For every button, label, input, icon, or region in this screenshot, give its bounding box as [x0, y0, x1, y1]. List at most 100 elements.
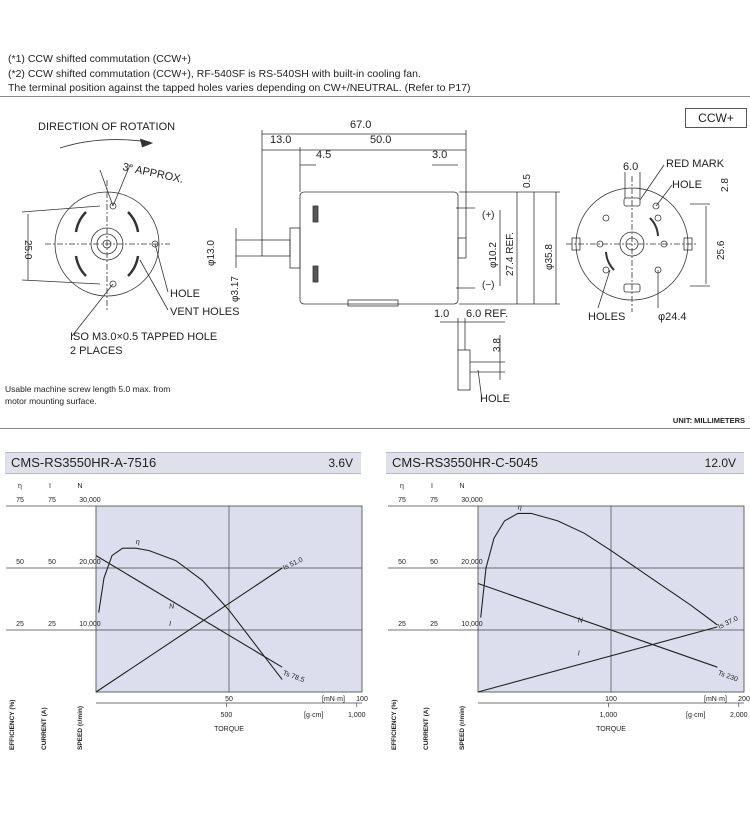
- hole-label: HOLE: [170, 288, 200, 300]
- dim-13: 13.0: [270, 134, 291, 146]
- front-view: [21, 138, 170, 337]
- dim-45: 4.5: [316, 149, 331, 161]
- chart-2-x-tick: 200: [738, 696, 750, 703]
- chart-2-y-tick: 75: [398, 497, 406, 504]
- chart-1-x2-tick: 500: [221, 712, 233, 719]
- side-view: [235, 130, 560, 401]
- dim-phi102: φ10.2: [488, 242, 499, 268]
- hole-label-3: HOLE: [672, 179, 702, 191]
- chart-2-header: CMS-RS3550HR-C-5045 12.0V: [386, 452, 744, 474]
- notes: (*1) CCW shifted commutation (CCW+) (*2)…: [8, 52, 471, 96]
- dim-60: 6.0: [623, 161, 638, 173]
- chart-1-y-tick: 50: [16, 559, 24, 566]
- chart-1-voltage: 3.6V: [328, 456, 353, 470]
- chart-1-axis-symbol: I: [49, 483, 51, 490]
- vent-label: VENT HOLES: [170, 306, 240, 318]
- chart-1-axis-label: EFFICIENCY (%): [9, 700, 16, 750]
- chart-2-x-unit: [mN·m]: [704, 696, 727, 703]
- ccw-badge: CCW+: [685, 108, 747, 128]
- chart-2-axis-symbol: η: [400, 483, 404, 490]
- red-mark-label: RED MARK: [666, 158, 725, 170]
- chart-1-y-tick: 50: [48, 559, 56, 566]
- divider-2: [0, 428, 750, 429]
- dim-358: φ35.8: [544, 244, 555, 270]
- chart-2-series-label: N: [578, 617, 584, 624]
- chart-2-y-tick: 50: [430, 559, 438, 566]
- chart-1-y-tick: 10,000: [79, 621, 101, 628]
- dim-phi317: φ3.17: [230, 276, 241, 302]
- chart-1-series-speed: [95, 555, 283, 668]
- chart-2-axis-symbol: I: [431, 483, 433, 490]
- iso-label: ISO M3.0×0.5 TAPPED HOLE: [70, 331, 217, 343]
- chart-2-x-tick: 100: [605, 696, 617, 703]
- chart-1-y-tick: 20,000: [79, 559, 101, 566]
- divider: [0, 96, 750, 97]
- chart-1-x-unit: [mN·m]: [322, 696, 345, 703]
- dim-60ref: 6.0 REF.: [466, 308, 508, 320]
- chart-1-series-label: N: [169, 603, 175, 610]
- chart-2-series-current: [477, 626, 718, 693]
- dim-67: 67.0: [350, 119, 371, 131]
- chart-2-series-eta: [480, 512, 718, 626]
- chart-1-title: CMS-RS3550HR-A-7516: [11, 455, 157, 470]
- dim-05: 0.5: [522, 174, 533, 188]
- dim-38: 3.8: [492, 338, 503, 352]
- unit-note: UNIT: MILLIMETERS: [672, 416, 745, 425]
- dim-30: 3.0: [432, 149, 447, 161]
- chart-1-series-label: I: [169, 621, 171, 628]
- chart-1-y-tick: 25: [48, 621, 56, 628]
- chart-2-axis-label: CURRENT (A): [423, 707, 430, 750]
- chart-1-header: CMS-RS3550HR-A-7516 3.6V: [5, 452, 361, 474]
- chart-2-title: CMS-RS3550HR-C-5045: [392, 455, 538, 470]
- chart-1-axis-symbol: η: [18, 483, 22, 490]
- chart-1-x2-tick: 1,000: [348, 712, 366, 719]
- dim-244: φ24.4: [658, 311, 687, 323]
- dim-256: 25.6: [716, 240, 727, 260]
- chart-1-x-tick: 50: [225, 696, 233, 703]
- chart-1-axis-symbol: N: [77, 483, 82, 490]
- chart-2-series-label: η: [518, 504, 522, 511]
- chart-2-axis-label: SPEED (r/min): [459, 706, 466, 750]
- chart-2-x2-tick: 1,000: [600, 712, 618, 719]
- chart-2-y-tick: 20,000: [461, 559, 483, 566]
- chart-1-y-tick: 30,000: [79, 497, 101, 504]
- dimension-drawing: DIRECTION OF ROTATION 3° APPROX. 25.0 HO…: [21, 119, 731, 405]
- chart-1-y-tick: 75: [16, 497, 24, 504]
- screw-note: Usable machine screw length 5.0 max. fro…: [5, 383, 170, 407]
- chart-2-x2-tick: 2,000: [730, 712, 748, 719]
- chart-2-y-tick: 25: [430, 621, 438, 628]
- chart-1-axis-label: SPEED (r/min): [77, 706, 84, 750]
- dim-25: 25.0: [22, 240, 33, 260]
- places-label: 2 PLACES: [70, 345, 123, 357]
- screw-note-line-2: motor mounting surface.: [5, 396, 97, 406]
- plus-terminal: (+): [482, 210, 495, 221]
- rear-view: [566, 164, 710, 312]
- minus-terminal: (−): [482, 280, 495, 291]
- dim-50: 50.0: [370, 134, 391, 146]
- chart-1-axis-label: CURRENT (A): [41, 707, 48, 750]
- chart-1-x2-unit: [g·cm]: [304, 712, 324, 719]
- dim-phi13: φ13.0: [206, 240, 217, 266]
- chart-2-xlabel: TORQUE: [596, 726, 626, 733]
- chart-2-x2-unit: [g·cm]: [686, 712, 706, 719]
- chart-2-voltage: 12.0V: [704, 456, 736, 470]
- chart-2-y-tick: 25: [398, 621, 406, 628]
- chart-1-series-current: [95, 567, 283, 693]
- chart-2-axis-label: EFFICIENCY (%): [391, 700, 398, 750]
- chart-1-series-label: η: [136, 539, 140, 546]
- chart-2-y-tick: 50: [398, 559, 406, 566]
- note-1: (*1) CCW shifted commutation (CCW+): [8, 53, 191, 65]
- note-2: (*2) CCW shifted commutation (CCW+), RF-…: [8, 67, 421, 80]
- chart-1-xlabel: TORQUE: [214, 726, 244, 733]
- dim-10: 1.0: [434, 308, 449, 320]
- dim-28: 2.8: [720, 178, 731, 192]
- chart-1-y-tick: 25: [16, 621, 24, 628]
- chart-2-y-tick: 10,000: [461, 621, 483, 628]
- chart-2-y-tick: 30,000: [461, 497, 483, 504]
- dim-274: 27.4 REF.: [505, 232, 516, 276]
- chart-2-series-label: I: [578, 650, 580, 657]
- chart-2-series-speed: [477, 582, 718, 668]
- screw-note-line-1: Usable machine screw length 5.0 max. fro…: [5, 384, 171, 394]
- hole-label-2: HOLE: [480, 393, 510, 405]
